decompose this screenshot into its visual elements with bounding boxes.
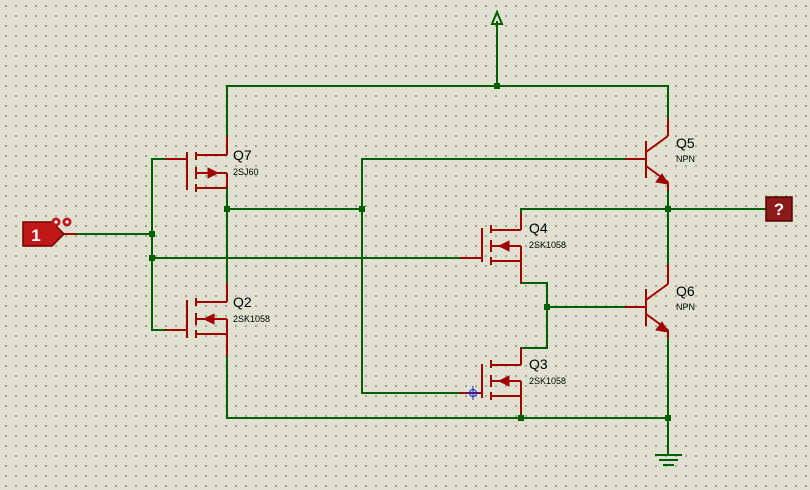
junction-dot	[149, 231, 155, 237]
mosfet-arrow-icon	[497, 375, 510, 387]
wires	[75, 21, 767, 455]
junction-dot	[544, 304, 550, 310]
q5-value: NPN	[676, 154, 695, 164]
power-arrow-icon[interactable]	[490, 9, 504, 25]
q6-value: NPN	[676, 302, 695, 312]
mosfet-arrow-icon	[497, 240, 510, 252]
junction-dot	[665, 206, 671, 212]
q2-ref: Q2	[233, 294, 252, 310]
mosfet-q3[interactable]	[460, 348, 522, 414]
bjt-arrow-icon	[655, 173, 669, 185]
mosfet-q2[interactable]	[165, 283, 228, 356]
junction-dot	[149, 255, 155, 261]
input-terminal[interactable]: 1	[22, 217, 76, 247]
output-terminal-label: ?	[774, 200, 784, 219]
q7-ref: Q7	[233, 147, 252, 163]
cursor-crosshair-icon	[466, 386, 480, 400]
q3-ref: Q3	[529, 356, 548, 372]
mosfet-q7[interactable]	[165, 136, 228, 192]
output-terminal[interactable]: ?	[765, 196, 793, 222]
q3-value: 2SK1058	[529, 376, 566, 386]
q2-value: 2SK1058	[233, 314, 270, 324]
bjt-arrow-icon	[655, 321, 669, 333]
q6-ref: Q6	[676, 283, 695, 299]
q5-ref: Q5	[676, 135, 695, 151]
input-terminal-label: 1	[31, 226, 40, 245]
q7-value: 2SJ60	[233, 167, 259, 177]
junction-dot	[518, 415, 524, 421]
junction-dot	[665, 415, 671, 421]
junction-dot	[224, 206, 230, 212]
q4-value: 2SK1058	[529, 240, 566, 250]
mosfet-arrow-icon	[202, 313, 215, 325]
bjt-q6[interactable]	[625, 264, 669, 338]
junction-dot	[359, 206, 365, 212]
junction-dot	[494, 83, 500, 89]
mosfet-q4[interactable]	[460, 213, 522, 283]
ground-icon[interactable]	[655, 454, 682, 466]
q4-ref: Q4	[529, 220, 548, 236]
junctions	[149, 83, 671, 421]
bjt-q5[interactable]	[625, 118, 669, 191]
mosfet-arrow-icon	[207, 167, 220, 179]
